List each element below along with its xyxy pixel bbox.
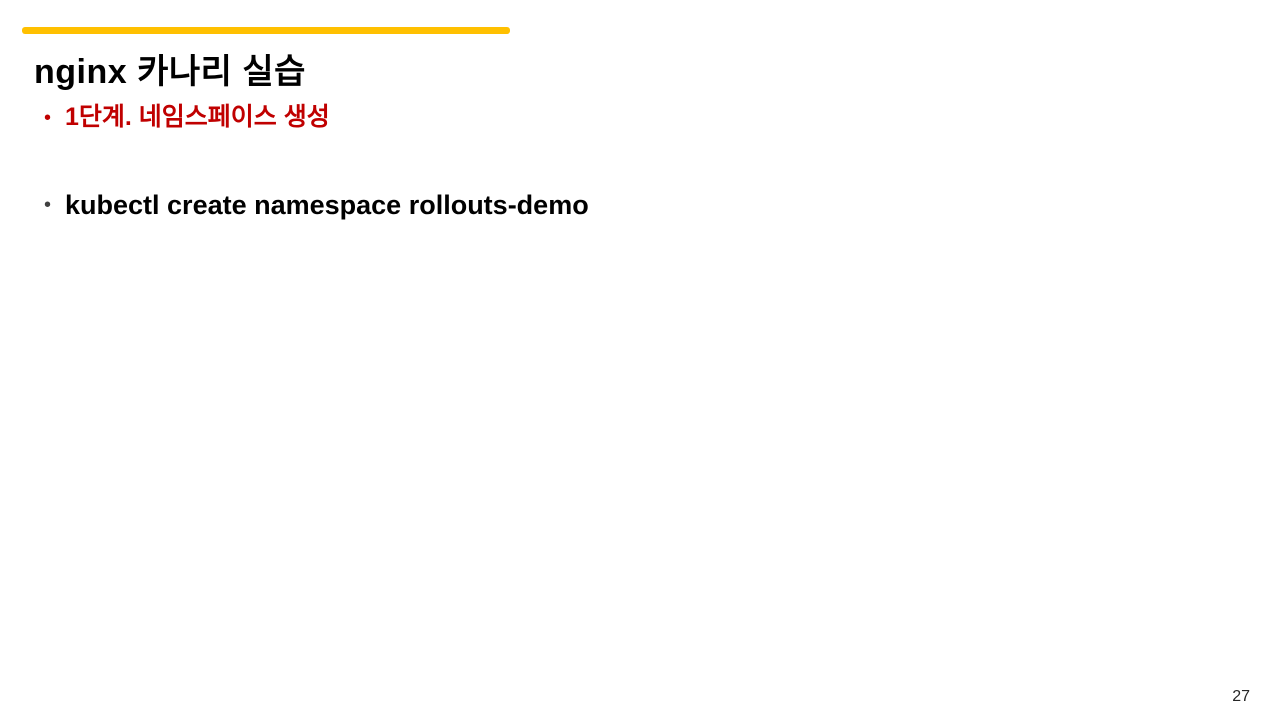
step-heading-text: 1단계. 네임스페이스 생성 [65,103,330,131]
command-text: kubectl create namespace rollouts-demo [65,190,589,221]
page-number: 27 [1232,688,1250,705]
bullet-list: • 1단계. 네임스페이스 생성 • kubectl create namesp… [44,102,1144,223]
list-item: • kubectl create namespace rollouts-demo [44,189,1144,223]
bullet-marker: • [44,194,52,217]
page-title: nginx 카나리 실습 [34,53,306,91]
bullet-marker: • [44,107,52,129]
list-item: • 1단계. 네임스페이스 생성 [44,102,1144,133]
accent-bar [22,27,510,34]
